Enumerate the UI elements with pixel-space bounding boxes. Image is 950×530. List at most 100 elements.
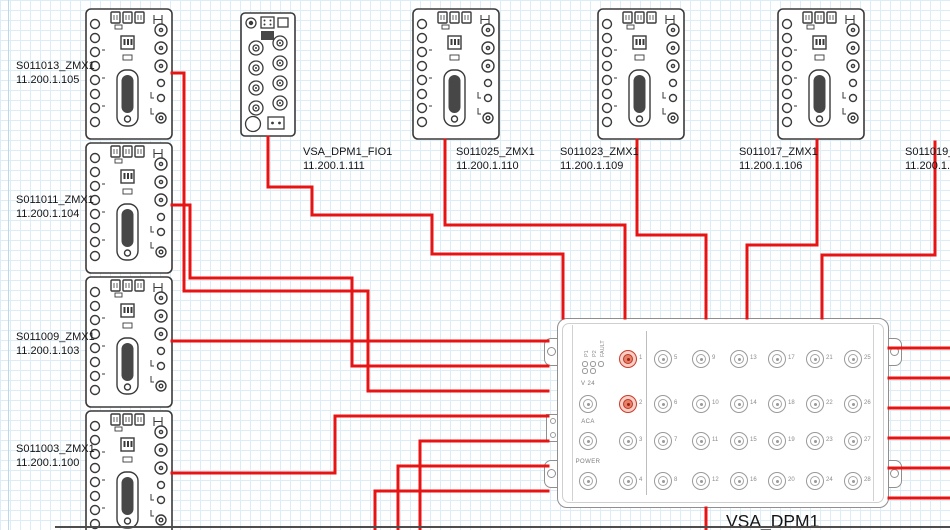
port-number: 5: [674, 355, 678, 361]
device-s011013-zmx1[interactable]: [85, 8, 173, 145]
port-label-power: POWER: [575, 459, 601, 465]
port-number: 8: [674, 477, 678, 483]
device-s011025-zmx1[interactable]: [412, 8, 500, 145]
status-led: [590, 361, 596, 367]
port-21: [806, 350, 824, 368]
port-number: 23: [826, 437, 833, 443]
port-number: 28: [864, 477, 871, 483]
port-label-aca: ACA: [581, 419, 595, 425]
port-7: [654, 432, 672, 450]
port-25: [844, 350, 862, 368]
device-label-s011025: S011025_ZMX1 11.200.1.110: [456, 145, 535, 173]
device-name: S011017_ZMX1: [739, 146, 818, 158]
device-name: S011009_ZMX1: [16, 331, 95, 343]
port-14: [730, 395, 748, 413]
port-12: [692, 472, 710, 490]
port-number: 4: [639, 477, 643, 483]
device-ip: 11.200.1.106: [739, 160, 803, 172]
device-name: S011011_ZMX1: [16, 194, 94, 206]
port-number: 15: [750, 437, 757, 443]
device-ip: 11.200.1.104: [16, 208, 80, 220]
port-28: [844, 472, 862, 490]
port-number: 21: [826, 355, 833, 361]
port-8: [654, 472, 672, 490]
device-label-s011023: S011023_ZMX1 11.200.1.109: [560, 145, 639, 173]
device-ip: 11.200.1.111: [303, 160, 365, 172]
device-label-s011019: S011019_ZMX1 11.200.1.: [905, 145, 950, 173]
port-18: [768, 395, 786, 413]
wire-segment[interactable]: [418, 439, 550, 530]
device-label-s011003: S011003_ZMX1 11.200.1.100: [16, 442, 95, 470]
device-s011003-zmx1[interactable]: [85, 410, 173, 530]
port-26: [844, 395, 862, 413]
port-number: 3: [639, 437, 643, 443]
sheet-border-left: [8, 0, 9, 530]
port-number: 19: [788, 437, 795, 443]
main-unit-inner-frame: [562, 323, 884, 503]
port-number: 25: [864, 355, 871, 361]
mounting-ear: [887, 338, 902, 366]
main-unit-label: VSA_DPM1: [726, 511, 820, 530]
device-name: S011023_ZMX1: [560, 146, 639, 158]
port-number: 7: [674, 437, 678, 443]
main-unit-divider: [646, 331, 647, 495]
status-led: [582, 368, 588, 374]
port-15: [730, 432, 748, 450]
port-16: [730, 472, 748, 490]
device-ip: 11.200.1.103: [16, 345, 80, 357]
port-number: 27: [864, 437, 871, 443]
port-24: [806, 472, 824, 490]
port-1: [619, 350, 637, 368]
port-10: [692, 395, 710, 413]
port-17: [768, 350, 786, 368]
status-led: [598, 361, 604, 367]
port-number: 22: [826, 400, 833, 406]
port-13: [730, 350, 748, 368]
port-2: [619, 395, 637, 413]
port-number: 13: [750, 355, 757, 361]
device-label-s011013: S011013_ZMX1 11.200.1.105: [16, 59, 95, 87]
port-22: [806, 395, 824, 413]
device-label-s011009: S011009_ZMX1 11.200.1.103: [16, 330, 95, 358]
port-number: 17: [788, 355, 795, 361]
wire-segment[interactable]: [396, 464, 550, 530]
device-s011023-zmx1[interactable]: [597, 8, 685, 145]
port-label-v24: V 24: [581, 381, 595, 387]
port-number: 12: [712, 477, 719, 483]
port-11: [692, 432, 710, 450]
port-number: 10: [712, 400, 719, 406]
wire-segment[interactable]: [635, 138, 708, 320]
device-s011017-zmx1[interactable]: [777, 8, 865, 145]
device-label-s011011: S011011_ZMX1 11.200.1.104: [16, 193, 94, 221]
port-number: 26: [864, 400, 871, 406]
wire-segment[interactable]: [170, 414, 550, 475]
device-name: S011025_ZMX1: [456, 146, 535, 158]
status-led-block: P1 P2 FAULT: [568, 327, 642, 375]
port-6: [654, 395, 672, 413]
port-number: 20: [788, 477, 795, 483]
port-number: 16: [750, 477, 757, 483]
wire-segment[interactable]: [170, 203, 550, 368]
port-9: [692, 350, 710, 368]
device-vsa-dpm1-fio1[interactable]: [240, 12, 296, 142]
device-ip: 11.200.1.109: [560, 160, 624, 172]
status-led: [590, 368, 596, 374]
port-3: [619, 432, 637, 450]
main-unit-hinge-line: [873, 325, 874, 501]
main-unit-hinge-line: [572, 325, 573, 501]
port-number: 24: [826, 477, 833, 483]
port-number: 6: [674, 400, 678, 406]
port-27: [844, 432, 862, 450]
device-s011011-zmx1[interactable]: [85, 142, 173, 279]
device-s011009-zmx1[interactable]: [85, 276, 173, 413]
device-name: S011003_ZMX1: [16, 443, 95, 455]
port-number: 14: [750, 400, 757, 406]
device-ip: 11.200.1.105: [16, 74, 80, 86]
device-label-s011017: S011017_ZMX1 11.200.1.106: [739, 145, 818, 173]
status-led: [582, 361, 588, 367]
wire-segment[interactable]: [373, 489, 550, 530]
port-5: [654, 350, 672, 368]
